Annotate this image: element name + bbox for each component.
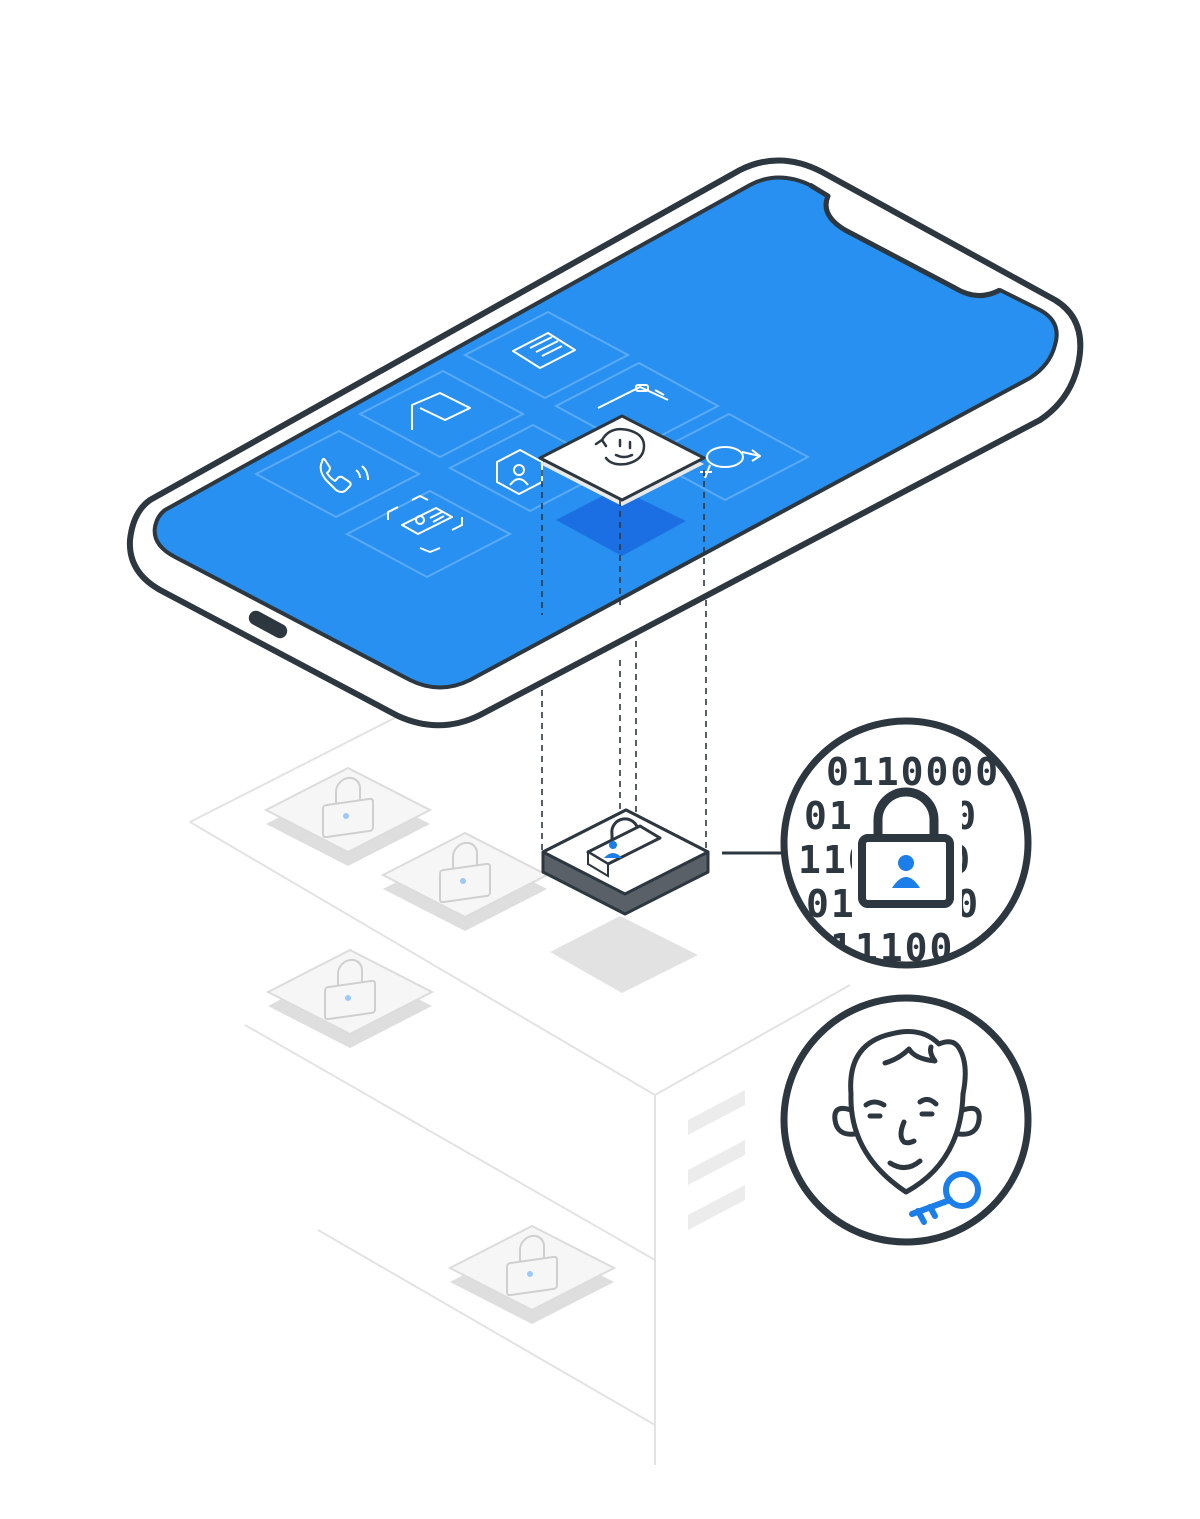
identity-circle	[780, 994, 1032, 1246]
key-icon	[909, 1171, 981, 1225]
vault-structure	[189, 699, 851, 1465]
padlock-user-icon	[858, 787, 954, 908]
encryption-circle: 0110000 0101000 1100100 0100100 11100	[780, 717, 1032, 969]
ghost-lock-tile	[265, 948, 435, 1048]
padlock-user-icon	[586, 817, 662, 878]
active-lock-tile	[541, 808, 710, 916]
document-icon	[512, 332, 576, 369]
gender-icon	[700, 446, 761, 479]
lock-slot-shadow	[550, 916, 698, 993]
binary-row: 0110000	[826, 750, 1000, 794]
user-face-icon	[832, 1029, 982, 1195]
phone-call-icon	[319, 457, 369, 493]
raised-tile-shadow	[556, 488, 686, 556]
server-slots	[688, 1090, 745, 1230]
clipboard-icon	[597, 384, 669, 409]
phone-port	[248, 610, 288, 639]
ghost-lock-tile	[447, 1224, 617, 1324]
face-id-icon	[594, 427, 646, 466]
id-card-scan-icon	[387, 495, 463, 553]
face-id-tile	[538, 414, 706, 506]
ghost-lock-tile	[263, 766, 433, 866]
ghost-lock-tile	[380, 831, 550, 931]
phone	[126, 157, 1084, 729]
flag-icon	[411, 392, 471, 430]
